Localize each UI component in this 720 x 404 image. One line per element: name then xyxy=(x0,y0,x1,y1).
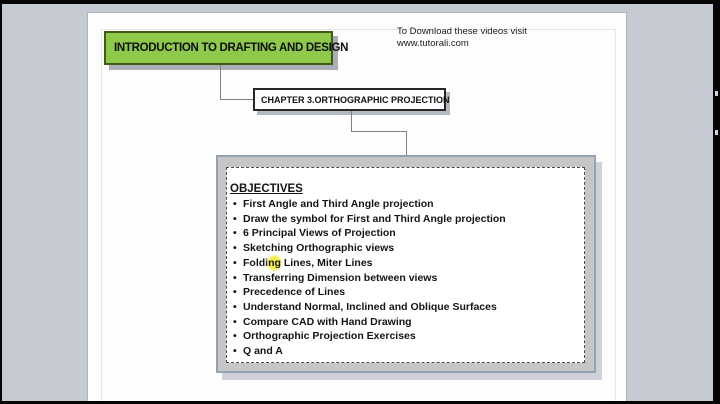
objective-item-label: Draw the symbol for First and Third Angl… xyxy=(243,212,506,225)
objective-item-label: Sketching Orthographic views xyxy=(243,242,395,255)
slide-inner-border xyxy=(101,29,616,404)
objective-item-label: 6 Principal Views of Projection xyxy=(243,227,396,240)
objective-item-label: Orthographic Projection Exercises xyxy=(243,330,416,343)
bullet-icon: • xyxy=(233,198,237,210)
objective-item: • Precedence of Lines xyxy=(230,285,580,300)
title-box-label: INTRODUCTION TO DRAFTING AND DESIGN xyxy=(114,42,349,54)
objective-item-label: Q and A xyxy=(243,345,283,358)
objective-item: • Understand Normal, Inclined and Obliqu… xyxy=(230,300,580,315)
bullet-icon: • xyxy=(233,227,237,240)
bullet-icon: • xyxy=(233,300,237,313)
objective-item-label: First Angle and Third Angle projection xyxy=(243,198,434,210)
bullet-icon: • xyxy=(233,271,237,284)
video-edge-artifact xyxy=(715,130,718,135)
bullet-icon: • xyxy=(233,242,237,255)
objective-item: • Transferring Dimension between views xyxy=(230,271,580,286)
objective-item-label: Understand Normal, Inclined and Oblique … xyxy=(243,300,497,313)
objective-item: • Compare CAD with Hand Drawing xyxy=(230,315,580,330)
video-edge-artifact xyxy=(715,91,718,96)
connector-chapter-vertical-1 xyxy=(351,111,352,131)
objective-item: • First Angle and Third Angle projection xyxy=(230,197,580,212)
bullet-icon: • xyxy=(233,330,237,343)
title-box: INTRODUCTION TO DRAFTING AND DESIGN xyxy=(104,31,349,65)
chapter-box-label: CHAPTER 3.ORTHOGRAPHIC PROJECTION xyxy=(261,94,450,105)
download-note: To Download these videos visit www.tutor… xyxy=(397,26,527,49)
objective-item-label: Precedence of Lines xyxy=(243,286,346,299)
bullet-icon: • xyxy=(233,256,237,269)
objective-item: • 6 Principal Views of Projection xyxy=(230,226,580,241)
connector-title-horizontal xyxy=(220,99,253,100)
bullet-icon: • xyxy=(233,345,237,358)
chapter-box: CHAPTER 3.ORTHOGRAPHIC PROJECTION xyxy=(253,88,450,111)
letterbox-right xyxy=(713,0,720,404)
objective-item: • Draw the symbol for First and Third An… xyxy=(230,212,580,227)
objective-item-label: Folding Lines, Miter Lines xyxy=(243,253,373,272)
objective-item: • Orthographic Projection Exercises xyxy=(230,329,580,344)
letterbox-bottom xyxy=(0,401,720,404)
letterbox-top xyxy=(0,0,720,4)
connector-chapter-horizontal xyxy=(351,131,407,132)
connector-title-vertical xyxy=(220,65,221,99)
objectives-list: • First Angle and Third Angle projection… xyxy=(230,197,580,359)
objectives-heading: OBJECTIVES xyxy=(230,183,303,195)
objective-item-label: Compare CAD with Hand Drawing xyxy=(243,315,412,328)
bullet-icon: • xyxy=(233,212,237,225)
objectives-textbox: OBJECTIVES • First Angle and Third Angle… xyxy=(226,167,585,363)
objective-item: • Folding Lines, Miter Lines xyxy=(230,253,580,272)
objective-item-label: Transferring Dimension between views xyxy=(243,271,438,284)
objective-item: • Sketching Orthographic views xyxy=(230,241,580,256)
bullet-icon: • xyxy=(233,286,237,299)
objective-item: • Q and A xyxy=(230,344,580,359)
letterbox-left xyxy=(0,0,2,404)
bullet-icon: • xyxy=(233,315,237,328)
connector-chapter-vertical-2 xyxy=(406,131,407,156)
highlight-blob: ng xyxy=(266,253,283,272)
